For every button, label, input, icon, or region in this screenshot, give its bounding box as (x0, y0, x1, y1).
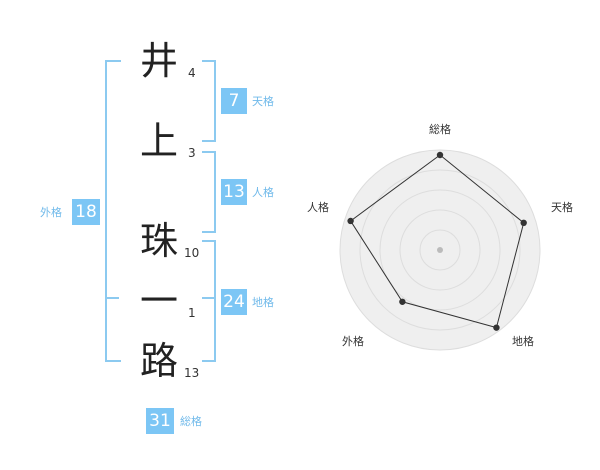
name-char-1: 井 (139, 39, 178, 83)
radar-grid-ring (399, 209, 481, 291)
tenkaku-badge: 7 (221, 88, 247, 114)
gaikaku-badge: 18 (72, 199, 100, 225)
stroke-count-2: 3 (188, 146, 196, 160)
gaikaku-bracket-mid (105, 297, 119, 299)
name-char-4: 一 (139, 279, 178, 323)
radar-label-jinkaku: 人格 (307, 201, 329, 214)
radar-chart (339, 149, 541, 351)
gaikaku-bracket (105, 60, 121, 362)
radar-value-polygon (349, 154, 525, 329)
stroke-count-3: 10 (184, 246, 200, 260)
jinkaku-badge: 13 (221, 179, 247, 205)
radar-point-2 (520, 219, 527, 227)
chikaku-bracket-mid (202, 297, 216, 299)
name-char-3: 珠 (139, 219, 178, 263)
stroke-count-5: 13 (184, 366, 200, 380)
radar-center-dot (437, 247, 443, 253)
chikaku-badge: 24 (221, 289, 247, 315)
gaikaku-label: 外格 (40, 206, 62, 219)
radar-label-gaikaku: 外格 (342, 335, 364, 348)
tenkaku-bracket (202, 60, 216, 142)
stroke-count-1: 4 (188, 66, 196, 80)
stroke-count-4: 1 (188, 306, 196, 320)
chikaku-bracket (202, 240, 216, 362)
name-char-5: 路 (139, 339, 178, 383)
radar-point-5 (347, 217, 354, 225)
radar-label-tenkaku: 天格 (551, 201, 573, 214)
jinkaku-label: 人格 (252, 186, 274, 199)
soukaku-label: 総格 (180, 415, 202, 428)
soukaku-badge: 31 (146, 408, 174, 434)
radar-point-4 (399, 298, 406, 305)
radar-grid-ring (419, 229, 461, 271)
chikaku-label: 地格 (252, 296, 274, 309)
name-char-2: 上 (139, 119, 178, 163)
radar-label-chikaku: 地格 (512, 335, 534, 348)
radar-grid-ring (359, 169, 521, 331)
radar-point-3 (493, 324, 500, 331)
jinkaku-bracket (202, 151, 216, 233)
tenkaku-label: 天格 (252, 95, 274, 108)
radar-point-1 (436, 151, 444, 159)
radar-grid-ring (379, 189, 501, 311)
radar-label-soukaku: 総格 (429, 123, 451, 136)
